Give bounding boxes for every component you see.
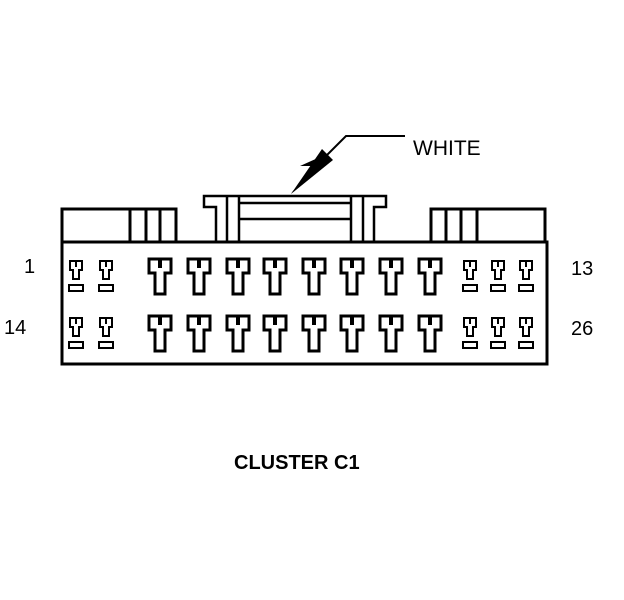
pin-label-14: 14 xyxy=(4,317,26,339)
color-callout-label: WHITE xyxy=(413,137,481,160)
terminal-pin-7 xyxy=(301,257,327,296)
terminal-pin-18 xyxy=(225,314,251,353)
terminal-pin-8 xyxy=(339,257,365,296)
terminal-pin-12 xyxy=(490,260,506,292)
terminal-pin-6 xyxy=(262,257,288,296)
terminal-pin-15 xyxy=(98,317,114,349)
terminal-pin-23 xyxy=(417,314,443,353)
white-callout-arrow xyxy=(291,135,405,194)
pin-label-13: 13 xyxy=(571,258,593,280)
pin-label-1: 1 xyxy=(24,256,35,278)
terminal-pin-21 xyxy=(339,314,365,353)
terminal-pin-5 xyxy=(225,257,251,296)
terminal-pin-9 xyxy=(378,257,404,296)
terminal-pin-13 xyxy=(518,260,534,292)
terminal-pin-3 xyxy=(147,257,173,296)
terminal-pin-20 xyxy=(301,314,327,353)
terminal-pin-17 xyxy=(186,314,212,353)
right-latch xyxy=(429,207,547,242)
connector-body xyxy=(60,240,549,366)
connector-housing xyxy=(60,194,549,366)
terminal-pin-2 xyxy=(98,260,114,292)
terminal-pin-1 xyxy=(68,260,84,292)
terminal-pin-14 xyxy=(68,317,84,349)
terminal-pin-22 xyxy=(378,314,404,353)
terminal-pin-19 xyxy=(262,314,288,353)
connector-title: CLUSTER C1 xyxy=(234,452,360,474)
center-lock-tab xyxy=(202,194,388,242)
terminal-pin-25 xyxy=(490,317,506,349)
pin-label-26: 26 xyxy=(571,318,593,340)
terminal-pin-26 xyxy=(518,317,534,349)
terminal-pin-16 xyxy=(147,314,173,353)
terminal-pin-11 xyxy=(462,260,478,292)
terminal-pin-24 xyxy=(462,317,478,349)
terminal-pins xyxy=(68,257,534,353)
terminal-pin-4 xyxy=(186,257,212,296)
terminal-pin-10 xyxy=(417,257,443,296)
left-latch xyxy=(60,207,178,242)
